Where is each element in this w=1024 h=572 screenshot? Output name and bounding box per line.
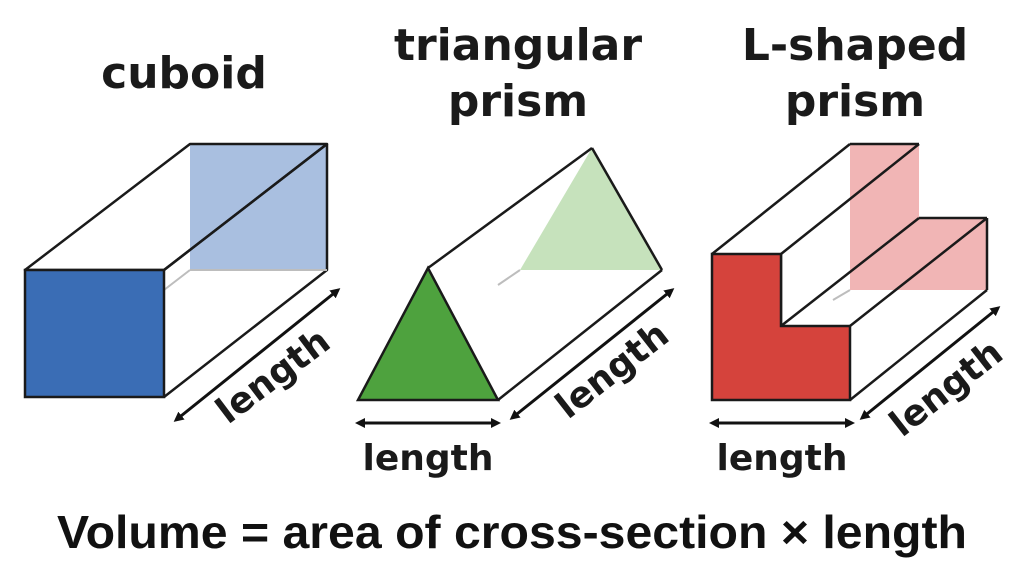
lshape-front-face xyxy=(710,252,852,402)
cuboid-back-face xyxy=(190,144,327,270)
triangle-base-label: length xyxy=(363,438,494,479)
lshape-base-label: length xyxy=(717,438,848,479)
triangle-apex-edge xyxy=(427,146,593,270)
cuboid-length-arrow xyxy=(173,288,341,422)
triangle-title-line2: prism xyxy=(448,76,588,127)
triangle-hidden-edge xyxy=(497,269,521,286)
triangle-front-face xyxy=(355,265,501,402)
triangle-title-line1: triangular xyxy=(394,20,642,71)
cuboid-figure: length cuboid xyxy=(23,48,341,432)
volume-formula: Volume = area of cross-section × length xyxy=(57,506,967,558)
triangle-length-label: length xyxy=(548,314,676,427)
lshape-edge-3 xyxy=(780,143,920,255)
lshape-hidden-edge xyxy=(832,289,851,301)
lshape-length-arrow xyxy=(859,306,1001,420)
lshape-edge-1 xyxy=(711,143,851,255)
triangular-prism-figure: length length triangular prism xyxy=(355,20,677,479)
cuboid-top-diagonal xyxy=(163,143,328,271)
cuboid-title: cuboid xyxy=(101,48,267,99)
triangle-length-arrow xyxy=(509,288,675,420)
lshape-back-face xyxy=(850,144,987,290)
cuboid-hidden-edges xyxy=(163,269,191,291)
cuboid-front-face xyxy=(23,268,166,399)
lshape-edge-5 xyxy=(780,217,920,327)
lshape-title-line2: prism xyxy=(785,76,925,127)
triangle-back-face xyxy=(520,148,662,270)
lshape-title-line1: L-shaped xyxy=(742,20,968,71)
l-shaped-prism-figure: length length L-shaped prism xyxy=(709,20,1011,479)
triangle-apex-back xyxy=(590,147,664,271)
